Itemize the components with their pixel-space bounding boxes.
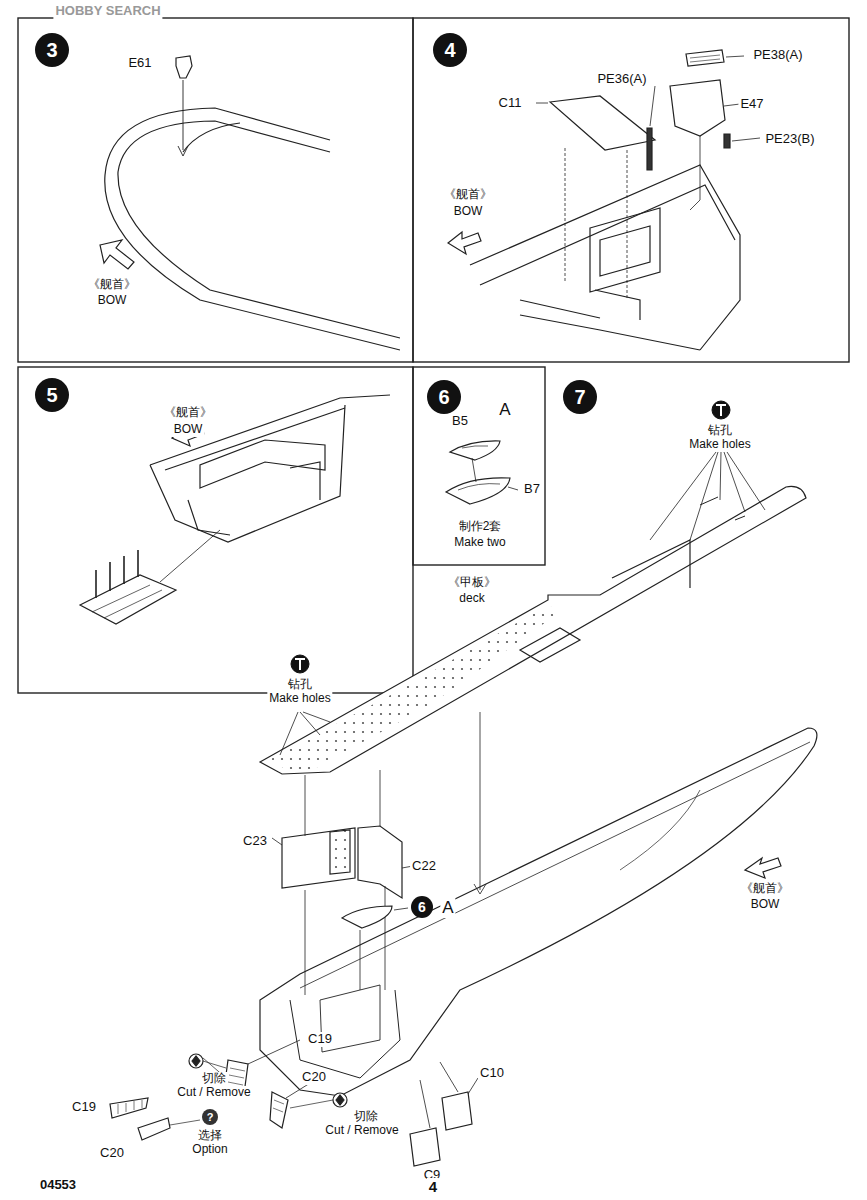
step-reference-circle: 6 [411,896,433,918]
part-label: C10 [478,1066,506,1081]
step-number-text: 7 [574,386,585,409]
part-label: 《舰首》 [86,278,138,292]
part-label: C23 [241,834,269,849]
step-number-text: 3 [46,39,57,62]
part-label: BOW [96,294,129,308]
step-number-text: 5 [46,384,57,407]
part-label: E61 [126,56,153,71]
part-label: deck [457,592,486,606]
part-label: C11 [497,96,524,111]
part-label: 《舰首》 [739,882,791,896]
part-label: A [497,400,512,420]
part-label: E47 [738,97,765,112]
part-label: PE36(A) [595,72,648,87]
part-label: BOW [172,423,205,437]
part-label: 4 [427,1178,439,1195]
part-label: 《舰首》 [442,188,494,202]
step-number-text: 6 [438,386,449,409]
step-number: 6 [427,380,461,414]
part-label: Cut / Remove [175,1086,252,1100]
part-label: 选择 [196,1129,224,1143]
step-number-text: 6 [418,899,426,915]
part-label: 《舰首》 [162,406,214,420]
option-symbol: ? [202,1109,218,1125]
step-number-text: 4 [444,39,455,62]
part-label: C20 [98,1146,126,1161]
step-number: 7 [563,380,597,414]
part-label: 钻孔 [706,424,734,438]
step-number-text: ? [207,1111,214,1123]
step-number: 5 [35,378,69,412]
part-label: Make holes [267,692,332,706]
step-number: 3 [35,33,69,67]
part-label: BOW [749,898,782,912]
part-label: 04553 [38,1178,78,1193]
part-label: PE23(B) [763,132,816,147]
part-label: 切除 [352,1110,380,1124]
part-label: PE38(A) [751,48,804,63]
part-label: HOBBY SEARCH [53,4,162,19]
part-label: B5 [450,414,470,429]
part-label: Make holes [687,438,752,452]
part-label: BOW [452,205,485,219]
part-label: Option [190,1143,229,1157]
part-label: Make two [452,536,507,550]
part-label: A [440,898,455,918]
part-label: 钻孔 [286,678,314,692]
part-label: B7 [522,482,542,497]
step-number: 4 [433,33,467,67]
part-label: C22 [410,859,438,874]
part-label: C19 [70,1100,98,1115]
part-label: C19 [306,1032,334,1047]
part-label: 《甲板》 [446,576,498,590]
part-label: 切除 [200,1072,228,1086]
part-label: C20 [300,1070,328,1085]
part-label: 制作2套 [457,520,504,534]
part-label: Cut / Remove [323,1124,400,1138]
